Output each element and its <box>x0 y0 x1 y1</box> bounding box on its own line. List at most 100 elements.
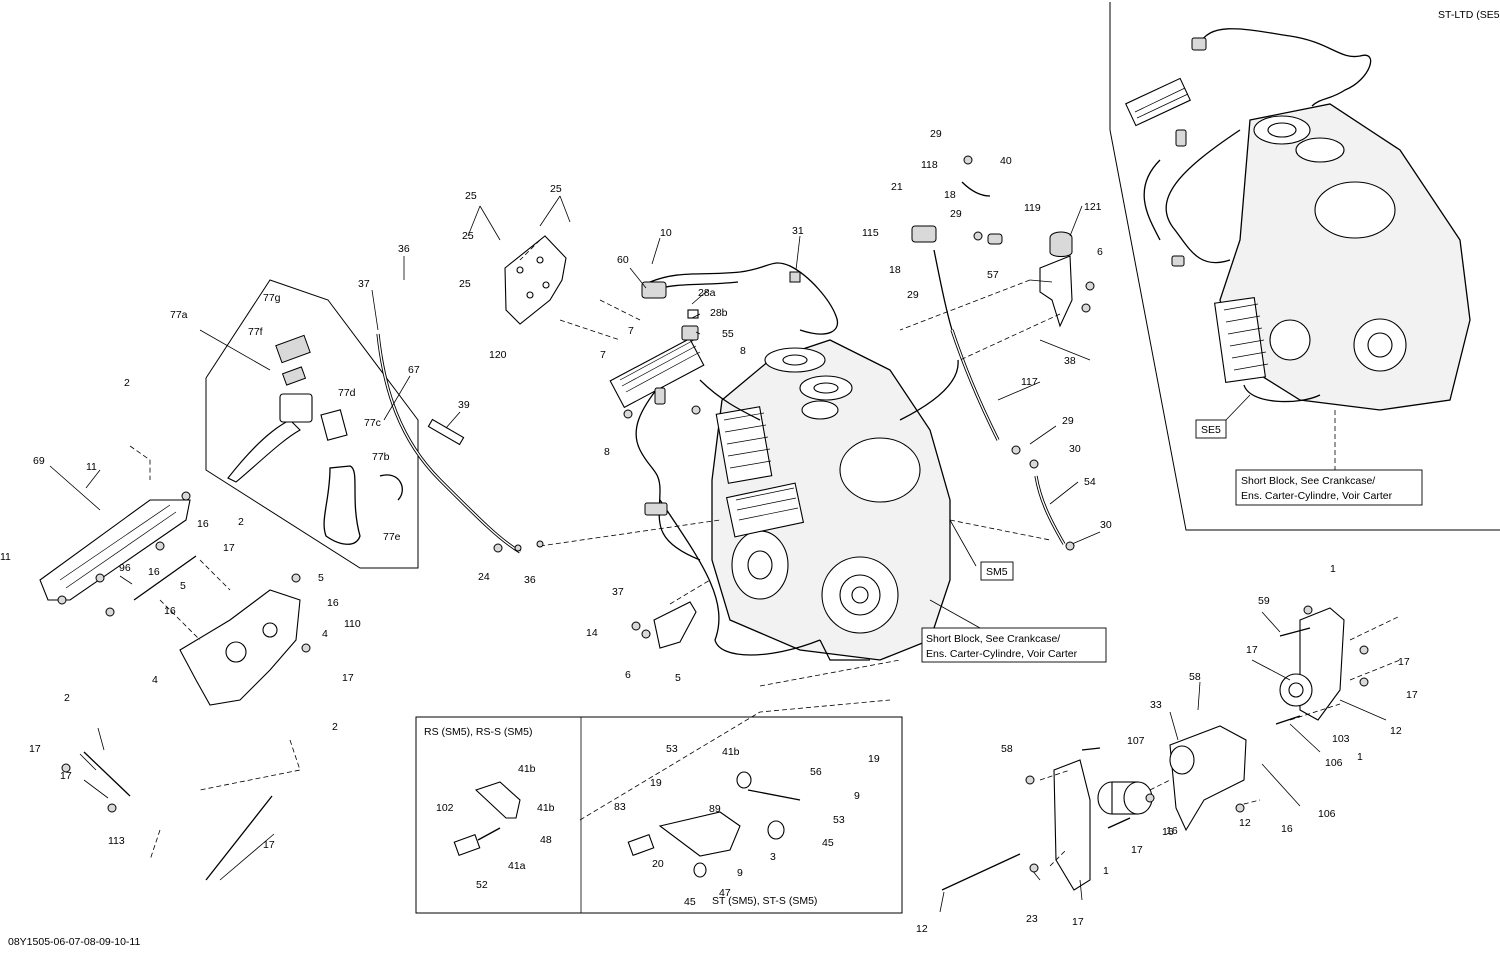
callout-110: 110 <box>344 618 361 630</box>
variant-left-title: RS (SM5), RS-S (SM5) <box>424 726 533 738</box>
callout-53: 53 <box>666 743 678 755</box>
callout-115: 115 <box>862 227 879 239</box>
fasteners <box>57 155 1369 873</box>
callout-36: 36 <box>398 243 410 255</box>
callout-1: 1 <box>1330 563 1336 575</box>
callout-118: 118 <box>921 159 938 171</box>
callout-11: 11 <box>0 551 11 563</box>
sensor-115-group <box>911 181 1003 245</box>
callout-113: 113 <box>108 835 125 847</box>
callout-29: 29 <box>1062 415 1074 427</box>
callout-7: 7 <box>628 325 634 337</box>
callout-2: 2 <box>64 692 70 704</box>
callout-5: 5 <box>318 572 324 584</box>
hose-117 <box>933 249 1066 545</box>
callout-77c: 77c <box>364 417 381 429</box>
callout-53: 53 <box>833 814 845 826</box>
note-se5: SE5 <box>1195 419 1227 439</box>
callout-2: 2 <box>332 721 338 733</box>
callout-30: 30 <box>1100 519 1112 531</box>
callout-57: 57 <box>987 269 999 281</box>
bolt-24 <box>205 795 273 881</box>
variant-box: RS (SM5), RS-S (SM5) ST (SM5), ST-S (SM5… <box>415 716 903 914</box>
callout-19: 19 <box>650 777 662 789</box>
corner-label: ST-LTD (SE5) <box>1438 9 1500 21</box>
callout-8: 8 <box>740 345 746 357</box>
cable-67 <box>376 333 521 554</box>
callout-5: 5 <box>675 672 681 684</box>
callout-17: 17 <box>342 672 354 684</box>
callout-58: 58 <box>1001 743 1013 755</box>
callout-4: 4 <box>152 674 158 686</box>
bracket-120 <box>504 235 567 325</box>
callout-58: 58 <box>1189 671 1201 683</box>
variant-right-title: ST (SM5), ST-S (SM5) <box>712 895 817 907</box>
callout-31: 31 <box>792 225 804 237</box>
callout-107: 107 <box>1127 735 1145 747</box>
callout-16: 16 <box>148 566 160 578</box>
callout-12: 12 <box>1390 725 1402 737</box>
bracket-59 <box>653 601 697 649</box>
callout-17: 17 <box>60 770 72 782</box>
callout-16: 16 <box>1281 823 1293 835</box>
callout-77e: 77e <box>383 531 401 543</box>
callout-17: 17 <box>1246 644 1258 656</box>
callout-119: 119 <box>1024 202 1041 214</box>
callout-18: 18 <box>889 264 901 276</box>
callout-41b: 41b <box>518 763 536 775</box>
callout-77d: 77d <box>338 387 356 399</box>
callout-83: 83 <box>614 801 626 813</box>
callout-25: 25 <box>550 183 562 195</box>
bracket-102 <box>1053 759 1091 891</box>
callout-77a: 77a <box>170 309 188 321</box>
callout-54: 54 <box>1084 476 1096 488</box>
callout-30: 30 <box>1069 443 1081 455</box>
callout-41b: 41b <box>537 802 555 814</box>
callout-6: 6 <box>625 669 631 681</box>
callout-17: 17 <box>1072 916 1084 928</box>
note-short-block-main: Short Block, See Crankcase/ Ens. Carter-… <box>921 627 1107 663</box>
callout-106: 106 <box>1325 757 1343 769</box>
callout-24: 24 <box>478 571 490 583</box>
callout-106: 106 <box>1318 808 1336 820</box>
callout-19: 19 <box>868 753 880 765</box>
callout-14: 14 <box>586 627 598 639</box>
callout-40: 40 <box>1000 155 1012 167</box>
callout-69: 69 <box>33 455 45 467</box>
svg-text:Short Block, See Crankcase/: Short Block, See Crankcase/ <box>1241 475 1375 487</box>
callout-17: 17 <box>1131 844 1143 856</box>
callout-38: 38 <box>1064 355 1076 367</box>
callout-29: 29 <box>930 128 942 140</box>
callout-121: 121 <box>1084 201 1102 213</box>
callout-25: 25 <box>459 278 471 290</box>
callout-9: 9 <box>737 867 743 879</box>
sensor-60-group <box>641 281 699 341</box>
group-77-frame <box>205 279 419 569</box>
callout-7: 7 <box>600 349 606 361</box>
callout-39: 39 <box>458 399 470 411</box>
callout-12: 12 <box>1239 817 1251 829</box>
wiring-harness-main <box>635 262 839 656</box>
callout-77f: 77f <box>248 326 263 338</box>
callout-6: 6 <box>1097 246 1103 258</box>
callout-17: 17 <box>263 839 275 851</box>
callout-45: 45 <box>684 896 696 908</box>
callout-25: 25 <box>465 190 477 202</box>
callout-28a: 28a <box>698 287 716 299</box>
callout-28b: 28b <box>710 307 728 319</box>
callout-16: 16 <box>197 518 209 530</box>
callout-37: 37 <box>612 586 624 598</box>
bolt-1-group <box>1081 627 1311 829</box>
callout-3: 3 <box>770 851 776 863</box>
callout-21: 21 <box>891 181 903 193</box>
callout-41a: 41a <box>508 860 526 872</box>
callout-117: 117 <box>1021 376 1038 388</box>
callout-103: 103 <box>1332 733 1350 745</box>
callout-2: 2 <box>238 516 244 528</box>
drawing-code: 08Y1505-06-07-08-09-10-11 <box>8 936 141 948</box>
callout-77g: 77g <box>263 292 281 304</box>
callout-36: 36 <box>524 574 536 586</box>
callout-1: 1 <box>1103 865 1109 877</box>
